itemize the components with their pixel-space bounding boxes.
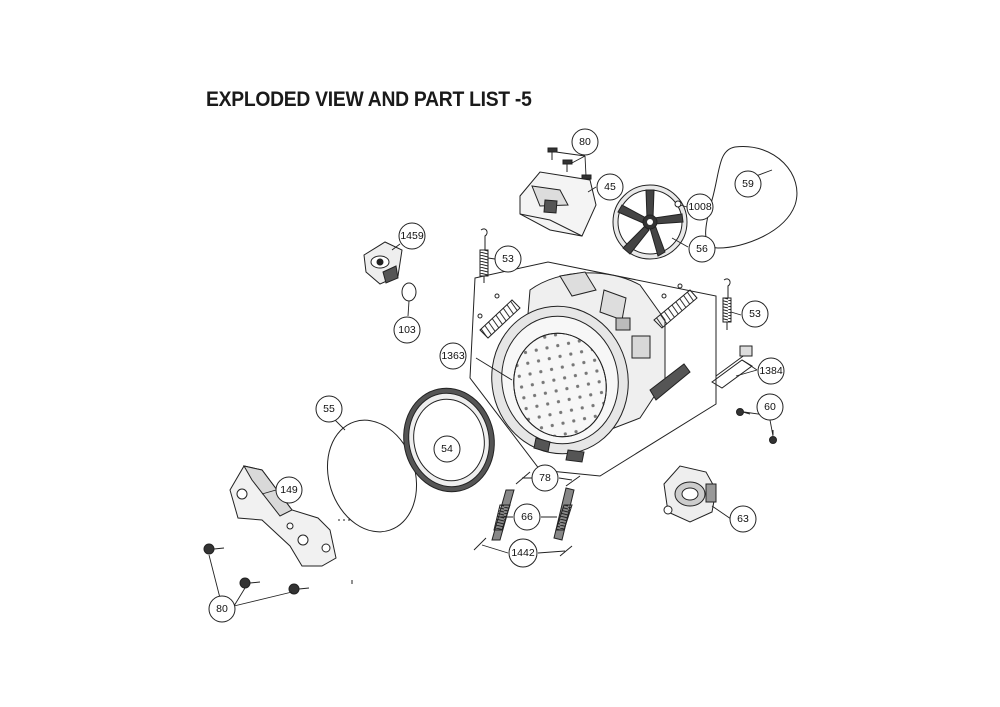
callout-78: 78: [531, 464, 559, 492]
callout-55: 55: [315, 395, 343, 423]
callout-80-top: 80: [571, 128, 599, 156]
callout-54: 54: [433, 435, 461, 463]
callout-1363: 1363: [439, 342, 467, 370]
callout-59: 59: [734, 170, 762, 198]
callout-label: 53: [502, 253, 514, 265]
leader-lines: [208, 151, 774, 607]
callout-1442: 1442: [508, 538, 538, 568]
callout-label: 63: [737, 513, 749, 525]
callout-label: 149: [280, 484, 298, 496]
part-pulley-56: [612, 184, 688, 260]
page-title: EXPLODED VIEW AND PART LIST -5: [206, 88, 532, 111]
callout-label: 53: [749, 308, 761, 320]
callout-149: 149: [275, 476, 303, 504]
callout-label: 1008: [688, 201, 712, 213]
callout-80-bottom: 80: [208, 595, 236, 623]
callout-66: 66: [513, 503, 541, 531]
callout-label: 59: [742, 178, 754, 190]
callout-label: 1384: [759, 365, 783, 377]
part-heater-1384: [711, 345, 753, 389]
callout-label: 66: [521, 511, 533, 523]
part-pins-1442: [473, 537, 573, 557]
callout-label: 56: [696, 243, 708, 255]
part-valve-1459: [363, 241, 403, 285]
callout-label: 60: [764, 401, 776, 413]
callout-103: 103: [393, 316, 421, 344]
callout-label: 80: [579, 136, 591, 148]
callout-1459: 1459: [398, 222, 426, 250]
part-tub-assembly-1363: [469, 261, 717, 477]
part-spring-53-right: [722, 278, 732, 330]
callout-63: 63: [729, 505, 757, 533]
callout-label: 45: [604, 181, 616, 193]
callout-56: 56: [688, 235, 716, 263]
callout-label: 103: [398, 324, 416, 336]
callout-label: 78: [539, 472, 551, 484]
callout-label: 54: [441, 443, 453, 455]
callout-1384: 1384: [757, 357, 785, 385]
callout-label: 1442: [511, 547, 535, 559]
part-bracket-149: [229, 465, 353, 584]
callout-60: 60: [756, 393, 784, 421]
callout-45: 45: [596, 173, 624, 201]
part-spring-53-left: [479, 228, 489, 283]
callout-label: 1363: [441, 350, 465, 362]
callout-53-left: 53: [494, 245, 522, 273]
callout-label: 55: [323, 403, 335, 415]
callout-label: 80: [216, 603, 228, 615]
part-bracket-45: [519, 171, 597, 237]
callout-label: 1459: [400, 230, 424, 242]
part-dampers-66: [491, 487, 575, 541]
part-oring-103: [401, 282, 417, 302]
callout-53-right: 53: [741, 300, 769, 328]
part-belt-59: [705, 146, 798, 249]
part-motor-63: [663, 465, 717, 523]
part-bolt-1008: [674, 200, 682, 208]
callout-1008: 1008: [686, 193, 714, 221]
